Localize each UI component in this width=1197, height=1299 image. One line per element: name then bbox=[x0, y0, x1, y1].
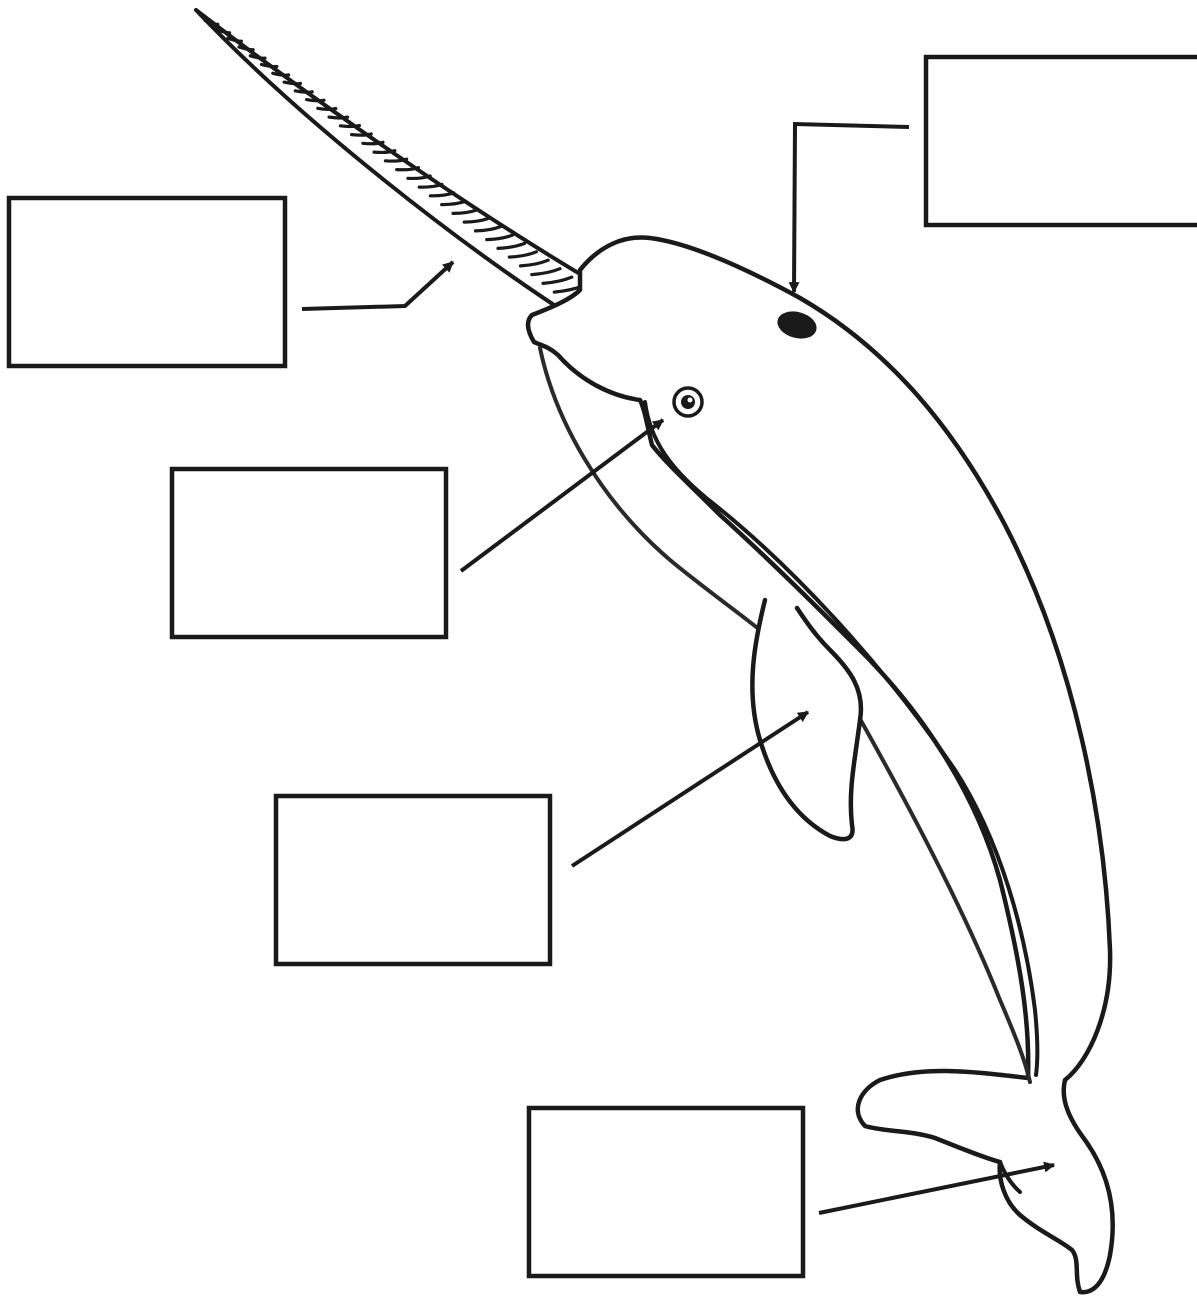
tusk-stripe bbox=[428, 191, 456, 198]
tusk-stripe bbox=[462, 216, 491, 224]
tusk-stripe bbox=[214, 27, 232, 35]
tusk-stripe bbox=[541, 275, 574, 285]
belly-line bbox=[538, 346, 762, 632]
arrow-to-tail-fluke bbox=[818, 1161, 1056, 1215]
tusk-stripe bbox=[237, 45, 255, 52]
tusk-stripe bbox=[226, 36, 243, 43]
label-box-tail-fluke[interactable] bbox=[526, 1105, 806, 1279]
tusk-stripe bbox=[451, 208, 479, 215]
fluke-center-line bbox=[998, 1160, 1022, 1194]
body-outline bbox=[525, 235, 1115, 1295]
tusk-stripe bbox=[417, 182, 444, 189]
arrow-to-flipper bbox=[570, 710, 810, 868]
tusk-stripe bbox=[473, 224, 503, 233]
tusk-stripe bbox=[485, 233, 515, 242]
tusk bbox=[194, 8, 606, 324]
tusk-stripe bbox=[248, 54, 267, 60]
tusk-stripe bbox=[327, 115, 350, 120]
arrow-to-tusk bbox=[301, 260, 455, 311]
label-box-eye[interactable] bbox=[169, 466, 449, 640]
tusk-stripe bbox=[361, 140, 385, 146]
tusk-stripe bbox=[271, 71, 291, 77]
eye bbox=[672, 386, 704, 418]
tusk-stripe bbox=[305, 98, 326, 103]
belly-line-lower bbox=[853, 708, 1032, 1084]
arrow-to-eye bbox=[459, 418, 665, 573]
tusk-stripe bbox=[282, 80, 302, 86]
blowhole bbox=[777, 311, 817, 339]
tusk-stripe bbox=[203, 19, 220, 26]
tusk-stripe bbox=[395, 166, 420, 172]
label-box-flipper[interactable] bbox=[273, 793, 553, 967]
label-box-tusk[interactable] bbox=[6, 195, 288, 369]
tusk-stripe bbox=[316, 106, 338, 111]
body-contour bbox=[643, 400, 1040, 1077]
label-box-blowhole[interactable] bbox=[923, 54, 1197, 228]
tusk-stripe bbox=[496, 241, 527, 250]
tusk-stripe bbox=[350, 132, 373, 137]
tusk-stripe bbox=[372, 149, 397, 155]
tusk-stripe bbox=[406, 174, 432, 181]
tusk-stripe bbox=[338, 123, 361, 129]
tusk-stripe bbox=[440, 199, 468, 207]
tusk-stripe bbox=[518, 258, 550, 268]
arrow-to-blowhole bbox=[788, 121, 910, 294]
tusk-stripe bbox=[259, 62, 279, 69]
tusk-stripe bbox=[293, 89, 314, 94]
tusk-stripe bbox=[530, 267, 562, 277]
tusk-stripe bbox=[383, 157, 409, 163]
tusk-stripe bbox=[507, 250, 538, 259]
